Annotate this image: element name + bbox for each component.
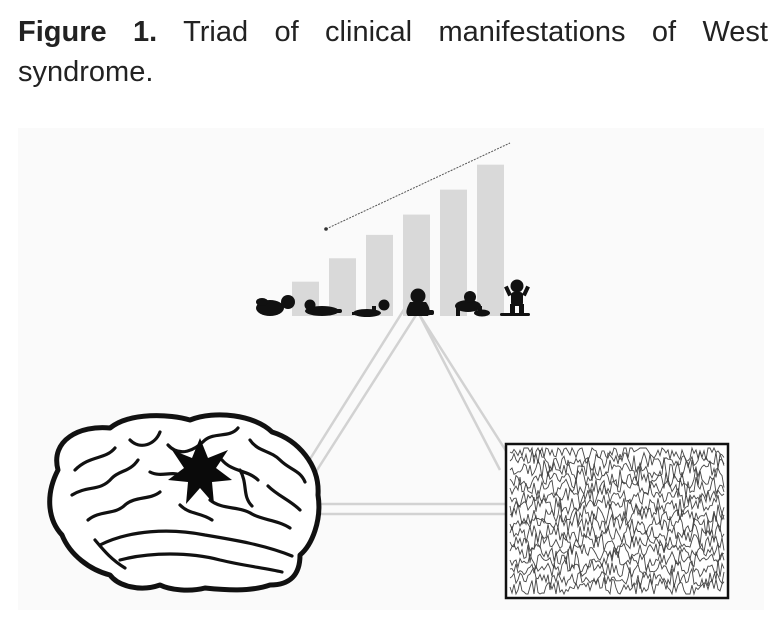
lesion-star-icon (168, 438, 232, 504)
eeg-trace-line (509, 566, 725, 591)
eeg-trace-icon (504, 442, 730, 600)
eeg-trace-line (509, 483, 725, 511)
eeg-trace-line (509, 502, 725, 527)
eeg-trace-line (509, 476, 725, 501)
eeg-trace-line (509, 555, 725, 580)
eeg-trace-line (509, 531, 725, 554)
trend-line (325, 142, 511, 230)
figure-caption-text: Triad of clinical manifestations of West… (18, 16, 768, 88)
eeg-trace-line (509, 457, 725, 483)
eeg-trace-line (509, 446, 725, 464)
eeg-trace-line (509, 577, 725, 596)
development-bar (477, 164, 504, 316)
eeg-trace-line (509, 511, 725, 537)
eeg-trace-line (509, 548, 725, 573)
development-bar (440, 189, 467, 316)
infant-silhouettes-icon (256, 279, 530, 317)
figure-caption: Figure 1. Triad of clinical manifestatio… (18, 12, 768, 92)
figure-label: Figure 1. (18, 16, 158, 48)
eeg-trace-line (509, 522, 725, 545)
development-bars (292, 164, 504, 316)
eeg-trace-line (509, 492, 725, 518)
development-bar (329, 258, 356, 316)
brain-icon (47, 412, 322, 593)
trend-line-start (324, 227, 328, 231)
